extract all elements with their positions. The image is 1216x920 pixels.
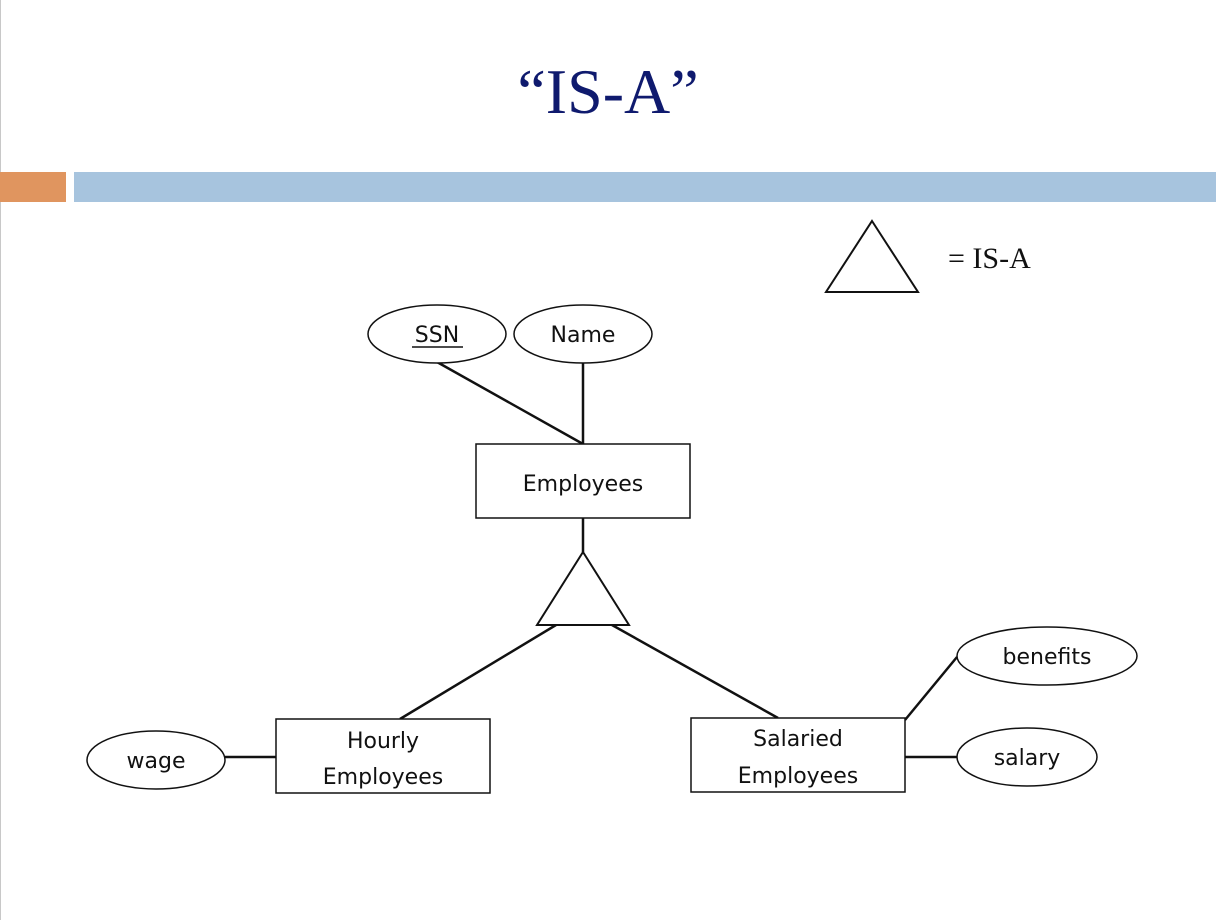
attribute-benefits: benefits	[956, 626, 1138, 686]
hourly-employees-label-line2: Employees	[323, 765, 443, 790]
benefits-connector	[904, 656, 958, 721]
benefits-label: benefits	[1003, 645, 1092, 670]
isa-legend-triangle	[824, 219, 920, 293]
isa-hourly-connector	[399, 623, 557, 721]
isa-salaried-connector	[611, 623, 779, 720]
ssn-ellipse	[367, 304, 507, 364]
slide-left-edge	[0, 0, 1, 920]
entity-employees: Employees	[475, 443, 691, 519]
employees-label: Employees	[523, 472, 643, 497]
entity-hourly-employees: Hourly Employees	[275, 718, 491, 794]
legend: = IS-A	[824, 219, 1031, 293]
wage-label: wage	[127, 749, 186, 774]
salary-ellipse	[956, 727, 1098, 787]
isa-triangle	[535, 550, 631, 626]
slide-title: “IS-A”	[517, 56, 699, 127]
attribute-ssn: SSN	[367, 304, 507, 364]
ssn-connector	[436, 360, 584, 446]
entity-salaried-employees: Salaried Employees	[690, 717, 906, 793]
hourly-employees-label-line1: Hourly	[347, 729, 419, 754]
name-ellipse	[513, 304, 653, 364]
title-divider-accent	[0, 172, 66, 202]
title-divider-bar	[74, 172, 1216, 202]
relationship-lines	[225, 360, 958, 759]
benefits-ellipse	[956, 626, 1138, 686]
legend-label: = IS-A	[948, 242, 1031, 275]
attribute-wage: wage	[86, 730, 226, 790]
wage-ellipse	[86, 730, 226, 790]
ssn-label: SSN	[415, 323, 459, 348]
salaried-employees-label-line2: Employees	[738, 764, 858, 789]
attribute-name: Name	[513, 304, 653, 364]
attribute-salary: salary	[956, 727, 1098, 787]
name-label: Name	[551, 323, 616, 348]
salaried-employees-label-line1: Salaried	[753, 727, 843, 752]
salaried-employees-box	[690, 717, 906, 793]
salary-label: salary	[994, 746, 1061, 771]
employees-box	[475, 443, 691, 519]
hourly-employees-box	[275, 718, 491, 794]
